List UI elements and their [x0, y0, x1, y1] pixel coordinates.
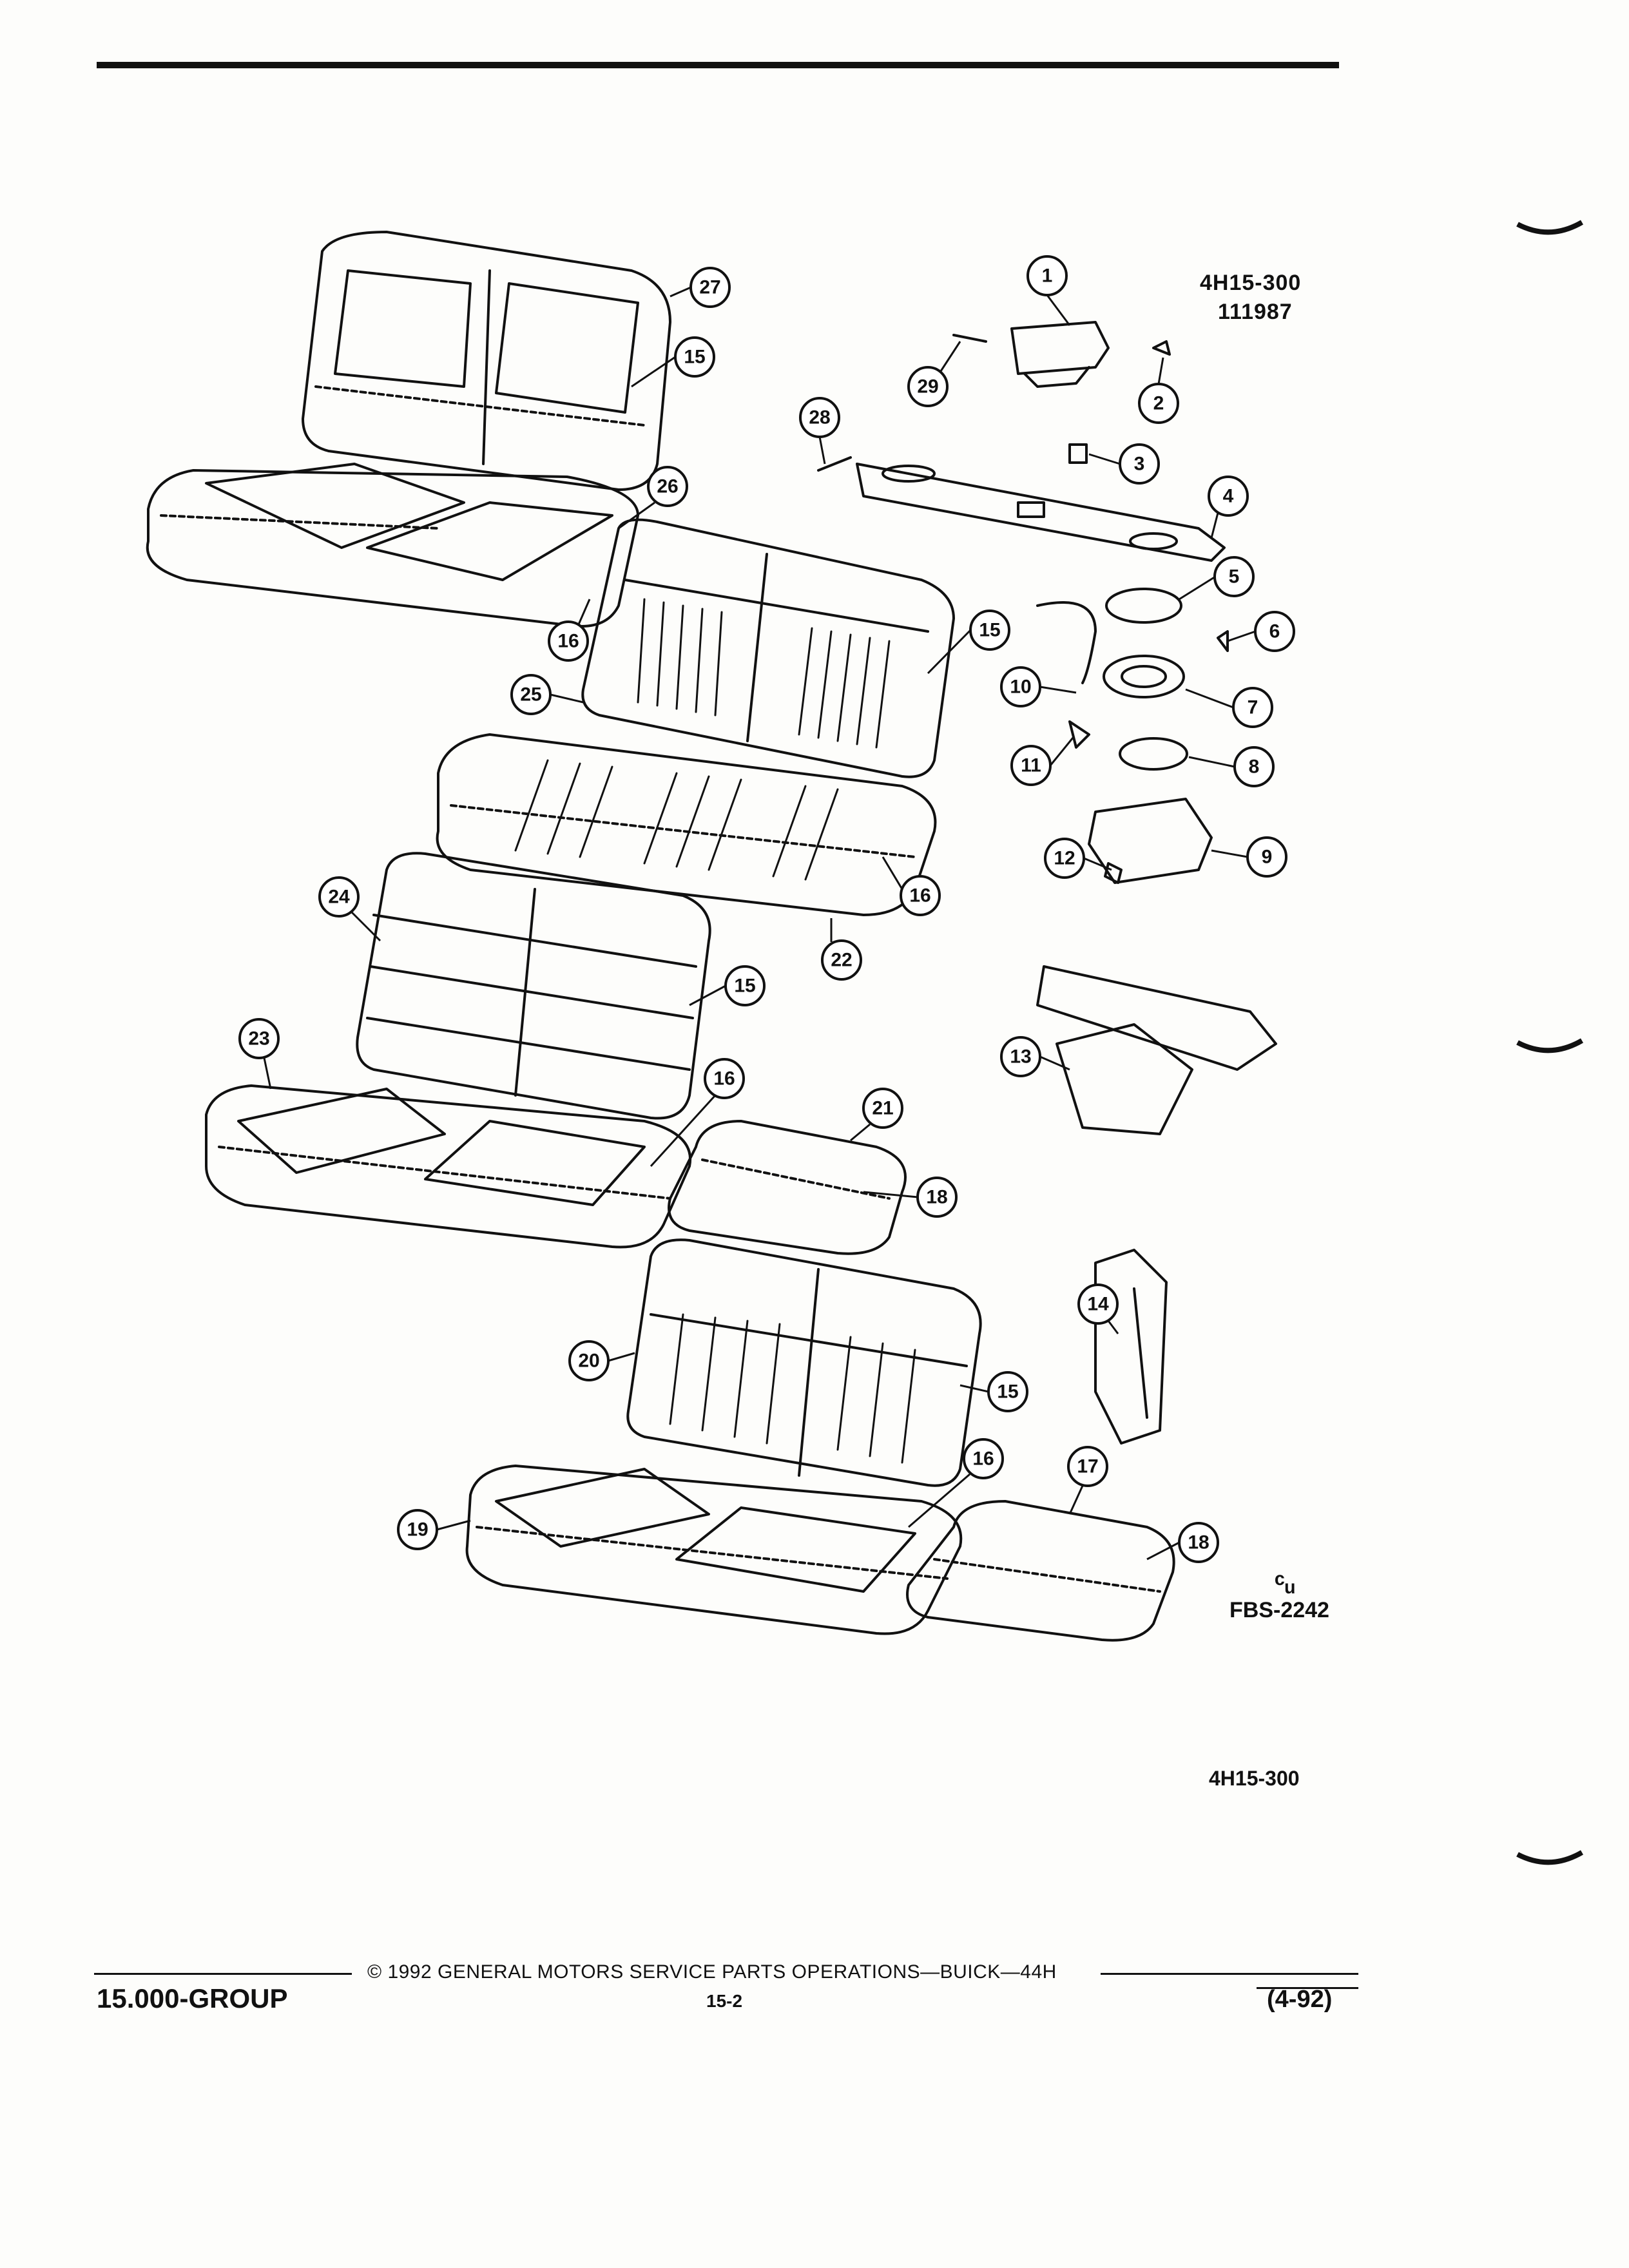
fbs-code: FBS-2242 — [1229, 1598, 1329, 1622]
callout-13: 13 — [1010, 1046, 1031, 1068]
footer-rule-right — [1101, 1973, 1358, 1975]
edge-binding-mark — [1516, 1850, 1584, 1865]
part-3-clip — [1068, 443, 1088, 464]
callout-16: 16 — [972, 1448, 994, 1470]
callout-16: 16 — [713, 1068, 735, 1090]
part-14-trim-panel — [1094, 1249, 1168, 1445]
callout-28: 28 — [809, 407, 830, 428]
seat-cushion-23 — [205, 1084, 692, 1249]
callout-9: 9 — [1262, 847, 1273, 868]
callout-15: 15 — [997, 1381, 1018, 1403]
callout-6: 6 — [1269, 621, 1280, 642]
diagram-date-code: 111987 — [1218, 300, 1293, 324]
callout-27: 27 — [699, 277, 720, 298]
callout-2: 2 — [1153, 393, 1164, 414]
revision-date: (4-92) — [1267, 1986, 1333, 2013]
copyright-notice: © 1992 GENERAL MOTORS SERVICE PARTS OPER… — [367, 1961, 1057, 1983]
callout-19: 19 — [407, 1519, 428, 1541]
date-rule — [1257, 1987, 1358, 1989]
callout-22: 22 — [831, 950, 852, 971]
callout-26: 26 — [657, 476, 678, 497]
callout-14: 14 — [1087, 1294, 1109, 1315]
part-6-screw — [1217, 630, 1229, 652]
page-number: 15-2 — [706, 1991, 743, 2011]
group-number: 15.000-GROUP — [97, 1983, 288, 2013]
callout-15: 15 — [979, 620, 1000, 641]
callout-21: 21 — [872, 1098, 893, 1119]
callout-16: 16 — [909, 885, 930, 907]
callout-3: 3 — [1134, 454, 1145, 475]
diagram-code: 4H15-300 — [1200, 271, 1302, 295]
callout-29: 29 — [917, 376, 938, 398]
seat-back-25 — [581, 518, 955, 778]
top-rule — [97, 62, 1339, 68]
cu-logo-icon: ᶜᵤ — [1275, 1567, 1295, 1597]
seat-back-24 — [356, 852, 711, 1120]
part-11-bracket — [1068, 720, 1090, 749]
part-4-shelf-panel — [856, 463, 1226, 562]
callout-15: 15 — [684, 347, 705, 368]
callout-18: 18 — [1188, 1532, 1209, 1553]
seat-back-27 — [302, 231, 671, 491]
part-29-fastener — [952, 334, 987, 343]
seat-cushion-19 — [465, 1465, 963, 1635]
seat-cushion-21 — [668, 1120, 907, 1255]
edge-binding-mark — [1516, 1038, 1584, 1053]
part-8-ring — [1119, 737, 1188, 771]
callout-16: 16 — [557, 631, 579, 652]
callout-10: 10 — [1010, 677, 1031, 698]
part-7-speaker — [1103, 655, 1185, 698]
callout-4: 4 — [1223, 486, 1234, 507]
callout-8: 8 — [1249, 756, 1260, 778]
seat-back-20 — [626, 1238, 982, 1487]
callout-7: 7 — [1248, 697, 1258, 718]
part-12-nut — [1104, 862, 1123, 884]
seat-cushion-22 — [436, 733, 937, 916]
callout-25: 25 — [520, 684, 541, 706]
callout-20: 20 — [578, 1350, 599, 1372]
footer-rule-left — [94, 1973, 352, 1975]
callout-18: 18 — [926, 1187, 947, 1208]
bottom-diagram-code: 4H15-300 — [1209, 1767, 1300, 1790]
part-9-enclosure — [1088, 798, 1213, 884]
part-10-wire — [1036, 601, 1097, 684]
seat-cushion-17 — [906, 1500, 1175, 1642]
callout-11: 11 — [1021, 755, 1041, 776]
part-5-bezel — [1105, 588, 1182, 624]
callout-17: 17 — [1077, 1456, 1098, 1477]
callout-23: 23 — [248, 1028, 269, 1050]
callout-1: 1 — [1042, 265, 1053, 287]
callout-5: 5 — [1229, 566, 1240, 588]
part-2-clip — [1152, 340, 1171, 356]
callout-15: 15 — [734, 975, 755, 997]
callout-12: 12 — [1054, 848, 1075, 869]
callout-24: 24 — [328, 887, 350, 908]
part-1-housing — [1010, 321, 1110, 388]
seat-cushion-26 — [146, 463, 639, 628]
part-28-screw — [817, 456, 852, 472]
part-13-installed-speaker — [1036, 965, 1277, 1135]
edge-binding-mark — [1516, 220, 1584, 235]
